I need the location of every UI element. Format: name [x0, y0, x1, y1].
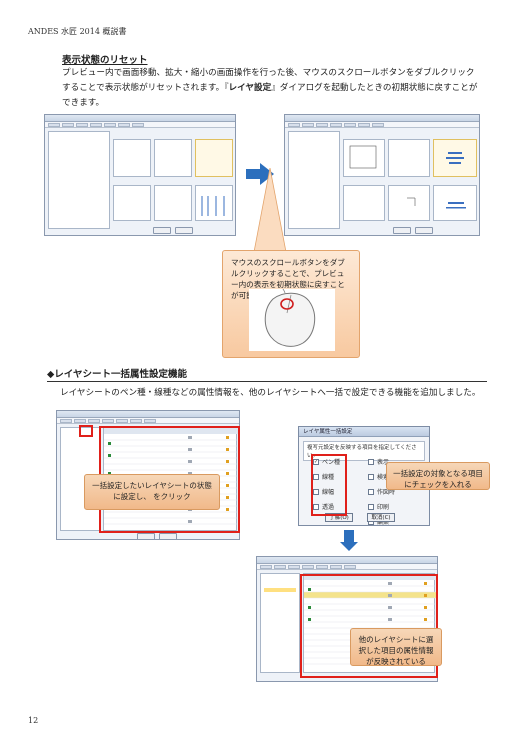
screenshot-before-reset — [44, 114, 236, 236]
preview-panel — [113, 139, 151, 177]
preview-panel — [433, 185, 477, 221]
section1-paragraph: プレビュー内で画面移動、拡大・縮小の画面操作を行った後、マウスのスクロールボタン… — [62, 66, 492, 111]
layer-list-panel — [288, 131, 340, 229]
layer-list-panel — [48, 131, 110, 229]
checkbox-search[interactable]: 検索 — [368, 472, 423, 481]
arrow-right-shaft — [246, 169, 260, 179]
dialog-name-bold: レイヤ設定 — [228, 83, 272, 93]
mouse-callout-text: マウスのスクロールボタンをダブルクリックすることで、プレビュー内の表示を初期状態… — [231, 258, 345, 300]
para-line-3: できます。 — [62, 98, 105, 108]
checkbox-transparency[interactable]: 透過 — [313, 502, 368, 511]
preview-panel — [343, 185, 385, 221]
dialog-title: レイヤ属性一括設定 — [299, 427, 429, 437]
bulk-setting-callout: 一括設定したいレイヤシートの状態に設定し、 をクリック — [84, 474, 220, 510]
preview-panel-highlighted — [433, 139, 477, 177]
section-divider — [47, 381, 487, 382]
para-line-2: することで表示状態がリセットされます。『レイヤ設定』ダイアログを起動したときの初… — [62, 83, 478, 93]
dialog-cancel-button[interactable]: 取消(C) — [367, 513, 395, 522]
section-title-bulk-attr: ◆レイヤシート一括属性設定機能 — [47, 369, 188, 380]
document-header: ANDES 水匠 2014 概説書 — [28, 27, 127, 36]
cancel-button[interactable] — [175, 227, 193, 234]
highlight-bulk-button — [79, 425, 93, 437]
preview-panel — [154, 185, 192, 221]
screenshot-after-reset — [284, 114, 480, 236]
checkbox-linewidth[interactable]: 線幅 — [313, 487, 368, 496]
checkbox-pen[interactable]: ✓ペン種 — [313, 458, 341, 466]
preview-panel — [113, 185, 151, 221]
section-title-reset: 表示状態のリセット — [62, 55, 148, 66]
check-icon: ✓ — [313, 458, 319, 465]
checkbox-drawing[interactable]: 作図時 — [368, 487, 423, 496]
callout-pointer — [253, 168, 287, 252]
down-arrow-icon — [340, 542, 358, 551]
ok-button[interactable] — [137, 533, 155, 540]
checkbox-print[interactable]: 印刷 — [368, 502, 423, 511]
preview-panel — [154, 139, 192, 177]
cancel-button[interactable] — [415, 227, 433, 234]
ok-button[interactable] — [393, 227, 411, 234]
preview-panel-highlighted — [195, 139, 233, 177]
cancel-button[interactable] — [159, 533, 177, 540]
dialog-ok-button[interactable]: 了解(O) — [325, 513, 353, 522]
checkbox-display[interactable]: 表示 — [368, 457, 423, 466]
ok-button[interactable] — [153, 227, 171, 234]
preview-panel — [195, 185, 233, 221]
highlight-checkbox-column — [311, 454, 347, 516]
preview-drawing — [201, 196, 225, 216]
preview-panel — [388, 139, 430, 177]
preview-panel — [343, 139, 385, 177]
result-callout: 他のレイヤシートに選択した項目の属性情報が反映されている — [350, 628, 442, 666]
page-number: 12 — [28, 716, 39, 725]
down-arrow-shaft — [344, 530, 354, 542]
mouse-callout: マウスのスクロールボタンをダブルクリックすることで、プレビュー内の表示を初期状態… — [222, 250, 360, 358]
checkbox-linetype[interactable]: 線種 — [313, 472, 368, 481]
highlight-result-table — [300, 574, 438, 678]
section2-paragraph: レイヤシートのペン種・線種などの属性情報を、他のレイヤシートへ一括で設定できる機… — [60, 388, 481, 398]
para-line-1: プレビュー内で画面移動、拡大・縮小の画面操作を行った後、マウスのスクロールボタン… — [62, 68, 475, 78]
mouse-icon — [249, 289, 335, 351]
checkbox-instruction-callout: 一括設定の対象となる項目にチェックを入れる — [386, 462, 490, 490]
checkbox-grid: ✓ペン種 表示 線種 検索 線幅 作図時 透過 印刷 編集 — [313, 457, 423, 526]
layer-list-panel — [260, 573, 300, 673]
preview-panel — [388, 185, 430, 221]
